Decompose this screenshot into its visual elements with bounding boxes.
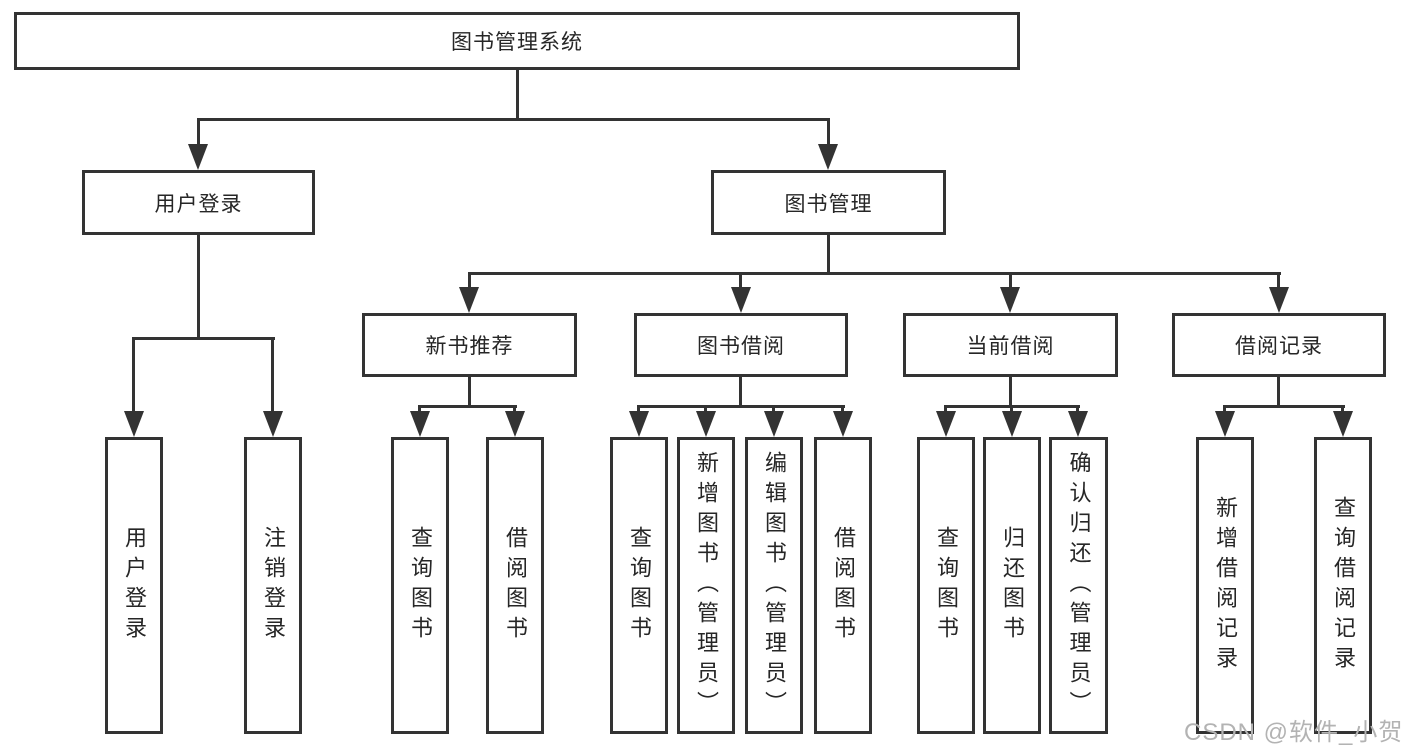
- arrowhead-return-book: [1002, 411, 1022, 437]
- leaf-query-borrow-record-label: 查询借阅记录: [1331, 495, 1356, 676]
- leaf-edit-book-admin: 编辑图书（管理员）: [745, 437, 803, 734]
- node-root-label: 图书管理系统: [451, 31, 583, 54]
- leaf-query-books-3: 查询图书: [917, 437, 975, 734]
- leaf-query-books-3-label: 查询图书: [934, 525, 959, 646]
- connector-drop-new-book-rec: [468, 272, 471, 290]
- arrowhead-query-books-1: [410, 411, 430, 437]
- arrowhead-new-book-rec: [459, 287, 479, 313]
- node-user-login-label: 用户登录: [154, 192, 243, 216]
- arrowhead-borrow-books-2: [833, 411, 853, 437]
- leaf-add-borrow-record: 新增借阅记录: [1196, 437, 1254, 734]
- arrowhead-confirm-return: [1068, 411, 1088, 437]
- node-new-book-rec-label: 新书推荐: [425, 335, 514, 358]
- node-new-book-rec: 新书推荐: [362, 313, 577, 377]
- connector-drop-leaf-logout: [271, 337, 274, 417]
- node-current-borrow: 当前借阅: [903, 313, 1118, 377]
- arrowhead-add-record: [1215, 411, 1235, 437]
- connector-user-login-bar: [132, 337, 275, 340]
- connector-borrow-records-stem: [1277, 377, 1280, 408]
- connector-drop-borrow-records: [1277, 272, 1280, 290]
- connector-root-stem: [516, 70, 519, 118]
- node-book-borrow-label: 图书借阅: [697, 335, 785, 358]
- leaf-query-books-1-label: 查询图书: [408, 525, 433, 646]
- arrowhead-query-books-3: [936, 411, 956, 437]
- connector-drop-user-login: [197, 118, 200, 148]
- leaf-confirm-return-admin-label: 确认归还（管理员）: [1066, 450, 1092, 721]
- leaf-query-books-1: 查询图书: [391, 437, 449, 734]
- connector-book-mgmt-bar: [468, 272, 1281, 275]
- leaf-logout: 注销登录: [244, 437, 302, 734]
- leaf-add-book-admin: 新增图书（管理员）: [677, 437, 735, 734]
- arrowhead-edit-book: [764, 411, 784, 437]
- arrowhead-add-book: [696, 411, 716, 437]
- watermark: CSDN @软件_小贺同学: [1184, 719, 1405, 746]
- connector-new-book-rec-stem: [468, 377, 471, 408]
- leaf-edit-book-admin-label: 编辑图书（管理员）: [762, 450, 787, 721]
- node-book-mgmt: 图书管理: [711, 170, 946, 235]
- arrowhead-user-login: [188, 144, 208, 170]
- leaf-add-book-admin-label: 新增图书（管理员）: [694, 450, 719, 721]
- leaf-add-borrow-record-label: 新增借阅记录: [1213, 495, 1238, 676]
- leaf-borrow-books-1-label: 借阅图书: [503, 525, 528, 646]
- leaf-borrow-books-1: 借阅图书: [486, 437, 544, 734]
- leaf-user-login-label: 用户登录: [122, 525, 147, 646]
- arrowhead-leaf-user-login: [124, 411, 144, 437]
- node-book-borrow: 图书借阅: [634, 313, 848, 377]
- leaf-user-login: 用户登录: [105, 437, 163, 734]
- node-borrow-records: 借阅记录: [1172, 313, 1386, 377]
- leaf-logout-label: 注销登录: [261, 525, 286, 646]
- arrowhead-borrow-books-1: [505, 411, 525, 437]
- connector-new-book-rec-bar: [418, 405, 517, 408]
- arrowhead-current-borrow: [1000, 287, 1020, 313]
- connector-current-borrow-stem: [1009, 377, 1012, 408]
- connector-book-mgmt-stem: [827, 235, 830, 275]
- leaf-borrow-books-2-label: 借阅图书: [831, 525, 856, 646]
- node-book-mgmt-label: 图书管理: [784, 192, 873, 216]
- leaf-return-book-label: 归还图书: [1000, 525, 1025, 646]
- connector-borrow-records-bar: [1223, 405, 1345, 408]
- arrowhead-query-books-2: [629, 411, 649, 437]
- arrowhead-book-borrow: [731, 287, 751, 313]
- leaf-query-books-2: 查询图书: [610, 437, 668, 734]
- leaf-borrow-books-2: 借阅图书: [814, 437, 872, 734]
- connector-drop-leaf-user-login: [132, 337, 135, 417]
- leaf-confirm-return-admin: 确认归还（管理员）: [1049, 437, 1108, 734]
- leaf-query-books-2-label: 查询图书: [627, 525, 652, 646]
- node-borrow-records-label: 借阅记录: [1235, 335, 1323, 358]
- connector-book-borrow-bar: [637, 405, 845, 408]
- leaf-return-book: 归还图书: [983, 437, 1041, 734]
- connector-drop-book-mgmt: [827, 118, 830, 148]
- connector-book-borrow-stem: [739, 377, 742, 408]
- node-root: 图书管理系统: [14, 12, 1020, 70]
- leaf-query-borrow-record: 查询借阅记录: [1314, 437, 1372, 734]
- connector-drop-current-borrow: [1009, 272, 1012, 290]
- arrowhead-borrow-records: [1269, 287, 1289, 313]
- arrowhead-leaf-logout: [263, 411, 283, 437]
- connector-drop-book-borrow: [739, 272, 742, 290]
- node-user-login: 用户登录: [82, 170, 315, 235]
- connector-user-login-stem: [197, 235, 200, 337]
- arrowhead-query-record: [1333, 411, 1353, 437]
- arrowhead-book-mgmt: [818, 144, 838, 170]
- connector-root-bar: [197, 118, 830, 121]
- node-current-borrow-label: 当前借阅: [966, 335, 1055, 358]
